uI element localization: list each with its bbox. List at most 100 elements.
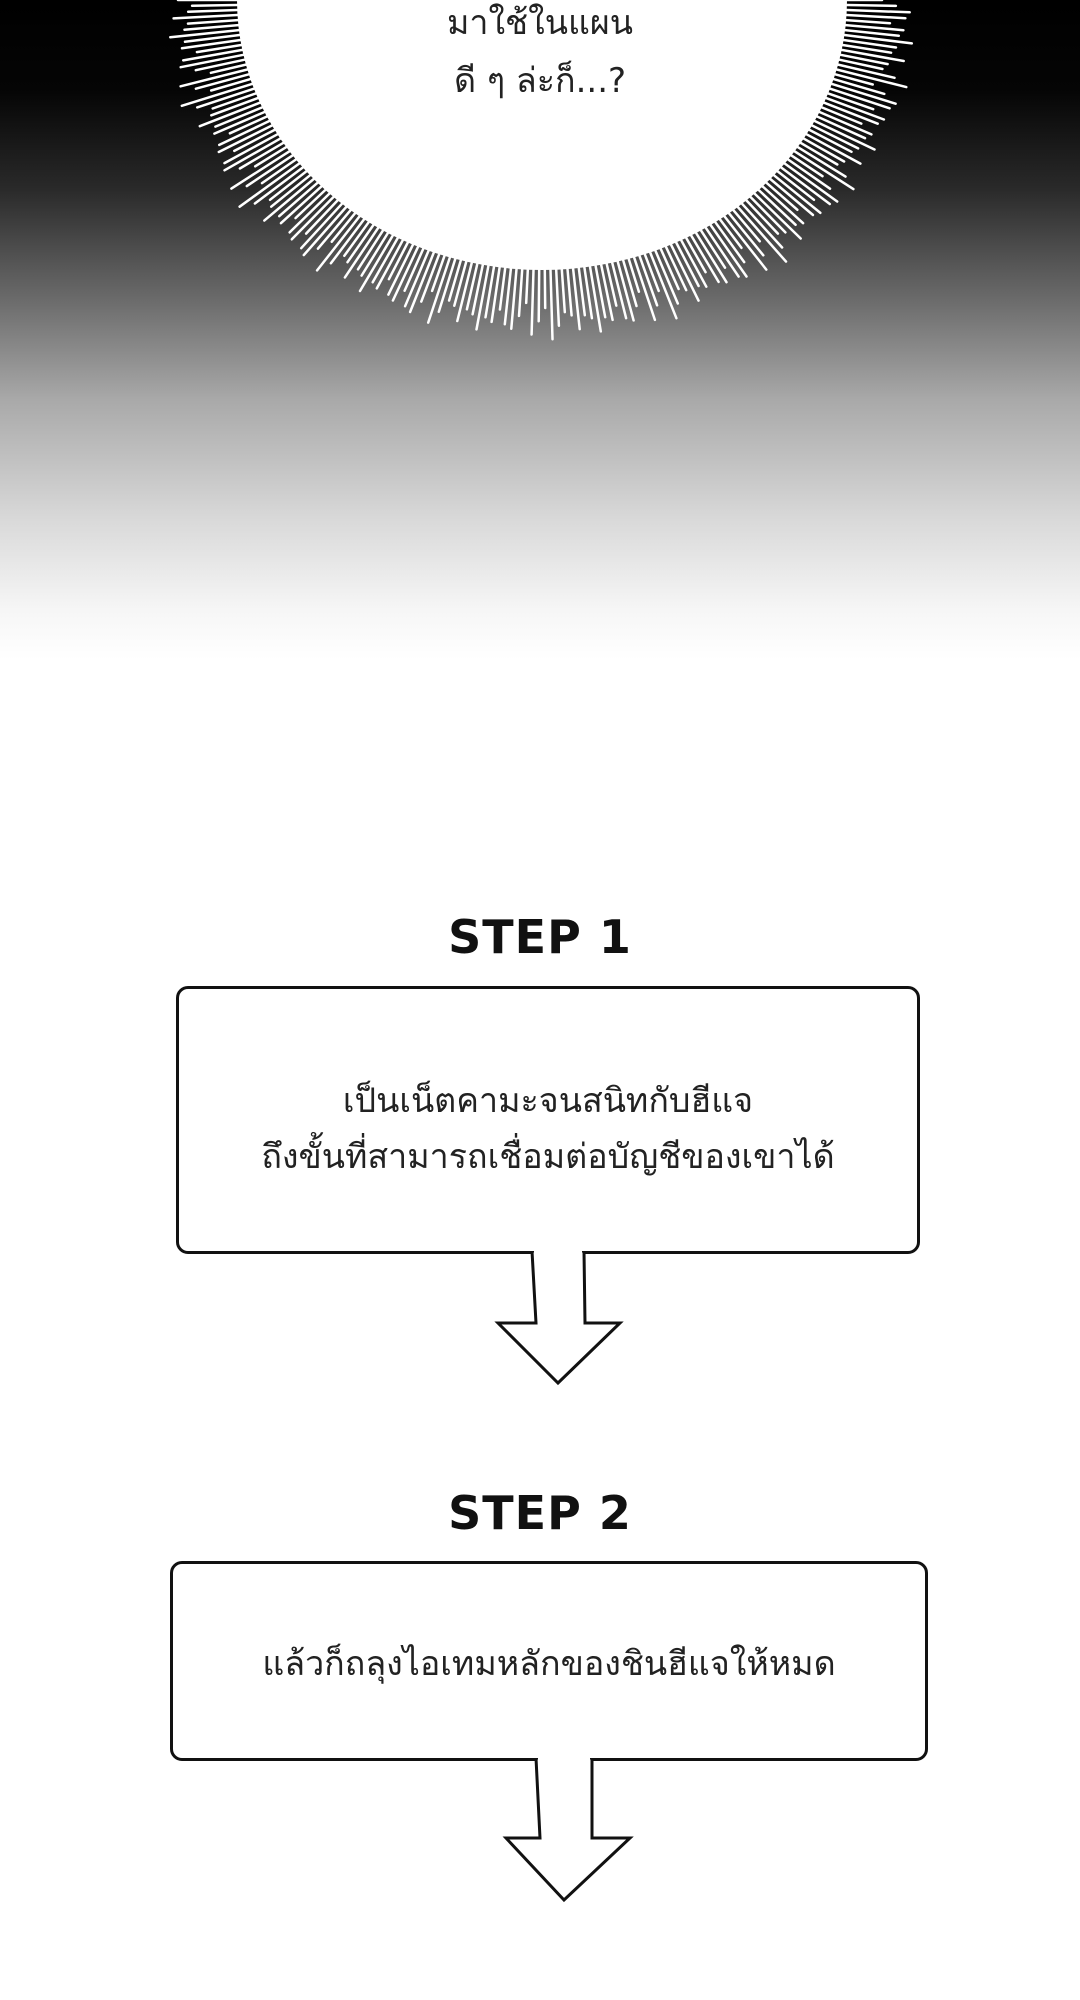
- burst-spike: [279, 185, 323, 225]
- burst-spike: [704, 226, 740, 278]
- burst-spike: [643, 252, 660, 293]
- burst-spike: [815, 115, 867, 140]
- burst-spike: [430, 254, 446, 293]
- burst-spike: [465, 262, 479, 311]
- burst-spike: [456, 261, 474, 323]
- burst-spike: [718, 218, 743, 250]
- burst-spike: [403, 247, 425, 292]
- burst-spike: [689, 234, 720, 284]
- burst-spike: [190, 3, 239, 8]
- burst-spike: [813, 119, 876, 151]
- burst-spike: [799, 141, 839, 166]
- burst-spike: [824, 96, 886, 121]
- burst-spike: [426, 256, 452, 324]
- burst-spike: [498, 266, 507, 311]
- speech-burst-bubble: [169, 0, 914, 341]
- burst-spike: [315, 215, 361, 272]
- burst-spike: [437, 257, 457, 313]
- burst-spike: [475, 264, 490, 331]
- burst-spike: [599, 263, 614, 322]
- burst-spike: [195, 43, 243, 54]
- step-1-box: เป็นเน็ตคามะจนสนิทกับฮีแจ ถึงขั้นที่สามา…: [176, 986, 920, 1254]
- burst-spike: [343, 226, 380, 279]
- burst-spike: [594, 264, 607, 319]
- burst-spike: [840, 48, 905, 63]
- burst-spike: [684, 236, 707, 274]
- burst-spike: [790, 154, 824, 178]
- burst-spike: [169, 28, 241, 39]
- burst-spike: [709, 223, 748, 278]
- burst-spike: [228, 115, 269, 135]
- burst-spike: [588, 265, 603, 333]
- burst-spike: [820, 106, 863, 125]
- burst-spike: [356, 229, 385, 271]
- burst-spike: [694, 231, 728, 284]
- burst-spike: [186, 18, 240, 25]
- burst-spike: [828, 87, 891, 110]
- burst-spike: [674, 241, 700, 288]
- burst-spike: [233, 128, 276, 153]
- burst-spike: [783, 162, 839, 203]
- burst-spike: [714, 220, 746, 264]
- burst-spike: [375, 238, 405, 290]
- burst-spike: [316, 208, 352, 250]
- burst-spike: [838, 58, 884, 71]
- burst-spike: [238, 141, 285, 170]
- burst-spike: [403, 249, 430, 308]
- burst-spike: [669, 243, 700, 302]
- burst-spike: [490, 266, 501, 324]
- burst-spike: [796, 145, 847, 178]
- burst-spike: [802, 137, 846, 163]
- burst-spike: [510, 267, 518, 330]
- burst-spike: [223, 133, 279, 165]
- burst-spike: [179, 53, 245, 69]
- burst-spike: [537, 268, 541, 323]
- burst-spike: [180, 82, 254, 108]
- burst-spike: [179, 68, 249, 88]
- burst-spike: [195, 87, 256, 109]
- burst-spike: [627, 257, 641, 293]
- down-arrow-icon: [494, 1251, 624, 1386]
- step-2-box: แล้วก็ถลุงไอเทมหลักของชินฮีแจให้หมด: [170, 1561, 928, 1761]
- burst-spike: [554, 268, 561, 327]
- burst-spike: [269, 174, 312, 208]
- speech-bubble-line-1: มาใช้ในแผน: [446, 3, 634, 43]
- burst-spike: [776, 170, 816, 202]
- burst-spike: [268, 170, 308, 202]
- burst-spike: [843, 28, 901, 38]
- burst-spike: [447, 259, 463, 302]
- step-1-title: STEP 1: [448, 910, 632, 964]
- burst-spike: [408, 251, 436, 314]
- burst-spike: [471, 263, 485, 316]
- burst-spike: [183, 23, 240, 32]
- burst-spike: [346, 223, 375, 264]
- burst-spike: [186, 8, 239, 14]
- burst-spike: [214, 106, 264, 128]
- burst-spike: [769, 177, 815, 217]
- burst-spike: [839, 53, 889, 66]
- burst-spike: [808, 128, 853, 154]
- burst-spike: [194, 58, 246, 72]
- burst-spike: [566, 267, 573, 317]
- burst-spike: [699, 229, 727, 269]
- burst-spike: [638, 254, 659, 307]
- burst-spike: [577, 266, 587, 317]
- burst-spike: [391, 245, 420, 302]
- burst-spike: [484, 265, 496, 319]
- down-arrow-icon: [502, 1758, 634, 1903]
- burst-spike: [836, 63, 896, 80]
- burst-spike: [360, 231, 390, 277]
- burst-spike: [659, 247, 680, 291]
- burst-spike: [757, 188, 797, 227]
- burst-spike: [230, 150, 291, 190]
- burst-spike: [832, 77, 886, 96]
- burst-spike: [845, 3, 898, 8]
- burst-spike: [786, 158, 832, 190]
- burst-spike: [294, 188, 327, 220]
- burst-spike: [830, 82, 897, 105]
- burst-spike: [679, 238, 708, 288]
- burst-spike: [560, 268, 567, 314]
- burst-spike: [524, 268, 530, 305]
- burst-spike: [810, 124, 860, 150]
- burst-spike: [517, 268, 524, 318]
